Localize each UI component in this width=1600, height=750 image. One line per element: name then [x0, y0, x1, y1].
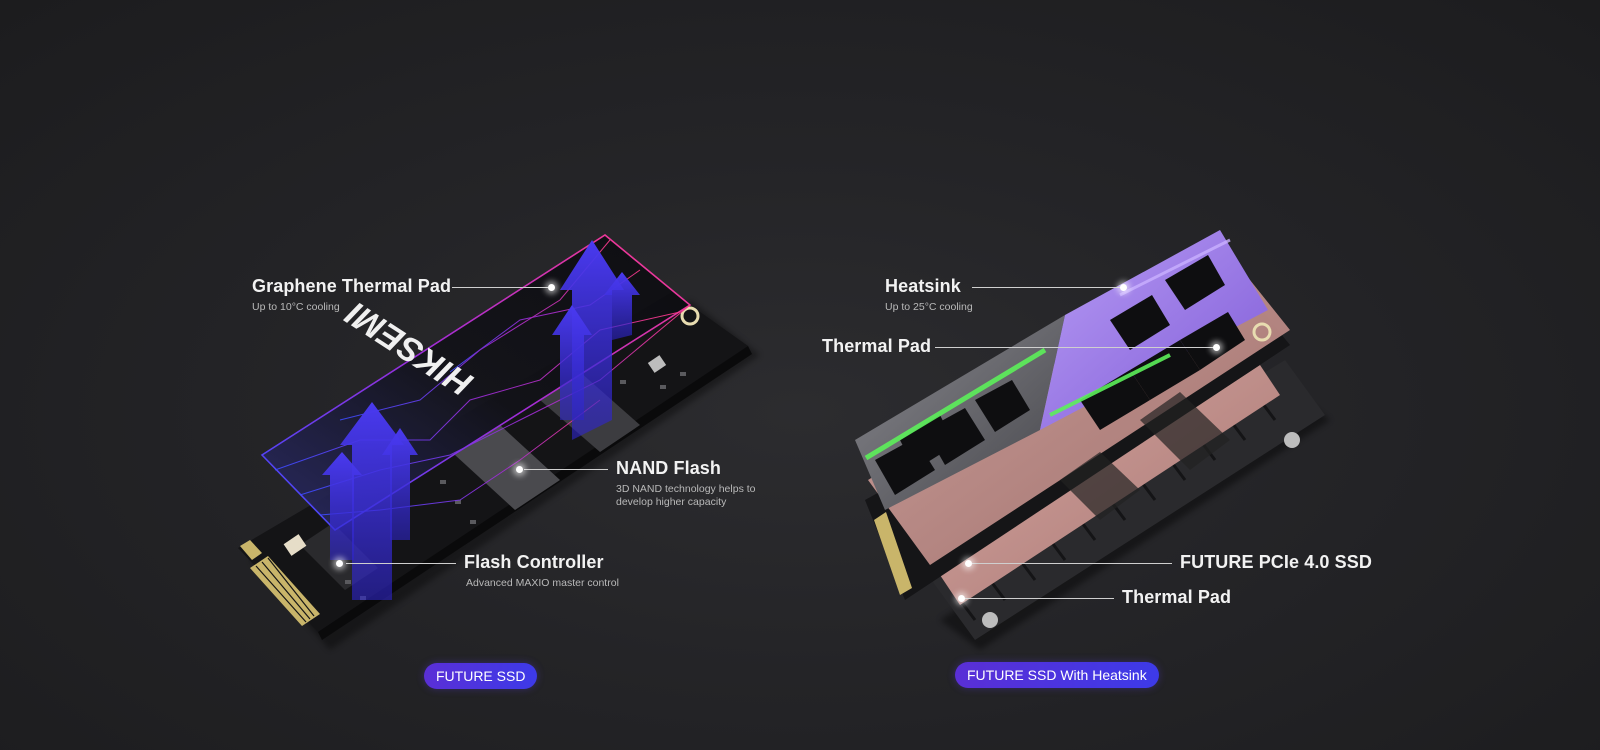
hotspot-dot[interactable] — [548, 284, 555, 291]
callout-thermal-pad-bottom: Thermal Pad — [1122, 587, 1231, 608]
leader-line — [972, 287, 1122, 288]
callout-heatsink: Heatsink Up to 25°C cooling — [885, 276, 973, 314]
leader-line — [935, 347, 1215, 348]
leader-line — [964, 598, 1114, 599]
left-ssd-connector — [240, 540, 320, 626]
callout-subtitle: 3D NAND technology helps to develop high… — [616, 483, 756, 508]
callout-thermal-pad-top: Thermal Pad — [822, 336, 931, 357]
callout-title: Heatsink — [885, 276, 961, 296]
heat-arrows — [322, 240, 640, 600]
nand-chip-1 — [455, 425, 560, 510]
callout-title: Graphene Thermal Pad — [252, 276, 452, 296]
badge-future-ssd-with-heatsink[interactable]: FUTURE SSD With Heatsink — [955, 662, 1159, 688]
callout-title: Flash Controller — [464, 552, 604, 572]
badge-future-ssd[interactable]: FUTURE SSD — [424, 663, 538, 689]
leader-line — [452, 287, 548, 288]
callout-flash-controller: Flash Controller Advanced MAXIO master c… — [464, 552, 619, 590]
leader-line — [346, 563, 456, 564]
hotspot-dot[interactable] — [1213, 344, 1220, 351]
hotspot-dot[interactable] — [965, 560, 972, 567]
callout-subtitle: Advanced MAXIO master control — [466, 577, 619, 589]
hotspot-dot[interactable] — [958, 595, 965, 602]
callout-subtitle: Up to 10°C cooling — [252, 301, 340, 313]
callout-nand-flash: NAND Flash 3D NAND technology helps to d… — [616, 458, 766, 509]
callout-title: NAND Flash — [616, 458, 722, 478]
callout-graphene-thermal-pad: Graphene Thermal Pad Up to 10°C cooling — [252, 276, 451, 314]
leader-line — [524, 469, 608, 470]
leader-line — [972, 563, 1172, 564]
heatsink — [855, 230, 1268, 510]
right-ssd-connector — [874, 512, 912, 595]
hotspot-dot[interactable] — [516, 466, 523, 473]
callout-subtitle: Up to 25°C cooling — [885, 301, 973, 313]
hotspot-dot[interactable] — [1120, 284, 1127, 291]
callout-title: Thermal Pad — [1122, 587, 1232, 607]
hotspot-dot[interactable] — [336, 560, 343, 567]
callout-title: FUTURE PCIe 4.0 SSD — [1180, 552, 1372, 572]
callout-title: Thermal Pad — [822, 336, 932, 356]
callout-future-pcie-ssd: FUTURE PCIe 4.0 SSD — [1180, 552, 1372, 573]
